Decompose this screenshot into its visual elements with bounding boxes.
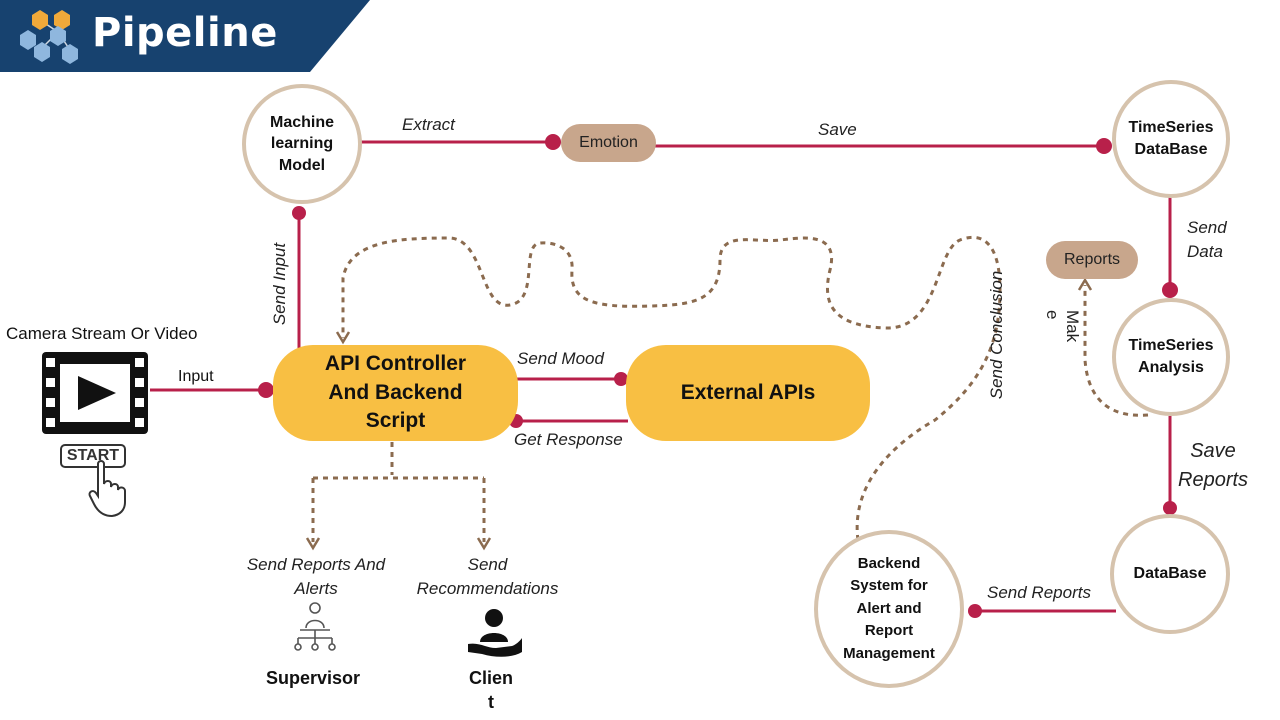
client-icon [468, 609, 522, 657]
start-button[interactable]: START [60, 444, 126, 468]
arrowhead-icon [335, 331, 351, 345]
edge-analysis-reports [1083, 285, 1149, 417]
page-title: Pipeline [92, 10, 278, 56]
label-send-conclusion: Send Conclusion [987, 270, 1006, 400]
connector-dot [1162, 282, 1178, 298]
connector-dot [1163, 501, 1177, 515]
arrowhead-icon [476, 537, 492, 551]
label-get-response: Get Response [514, 430, 623, 449]
supervisor-label: Supervisor [266, 668, 361, 688]
molecule-logo-icon [20, 10, 78, 64]
tag-reports: Reports [1046, 241, 1138, 279]
start-button-label: START [66, 447, 120, 464]
label-save: Save [818, 120, 857, 139]
hand-pointer-icon [88, 460, 126, 518]
arrowhead-icon [1077, 277, 1093, 291]
camera-source-label: Camera Stream Or Video [6, 324, 198, 343]
tag-emotion: Emotion [561, 124, 656, 162]
label-extract: Extract [402, 115, 455, 134]
connector-dot [545, 134, 561, 150]
connector-dot [258, 382, 274, 398]
connector-dot [614, 372, 628, 386]
node-database: DataBase [1110, 514, 1230, 634]
connector-dot [1096, 138, 1112, 154]
node-external-apis: External APIs [626, 345, 870, 441]
arrowhead-icon [305, 537, 321, 551]
connector-dot [292, 206, 306, 220]
label-send-input: Send Input [270, 242, 289, 326]
connector-dot [968, 604, 982, 618]
label-send-reports: Send Reports [987, 583, 1091, 602]
edge-api-supervisor [311, 442, 486, 542]
edge-send-conclusion [341, 235, 1002, 541]
label-send-mood: Send Mood [517, 349, 604, 368]
video-film-icon [42, 352, 148, 434]
label-input: Input [178, 368, 214, 385]
supervisor-icon [294, 602, 336, 651]
